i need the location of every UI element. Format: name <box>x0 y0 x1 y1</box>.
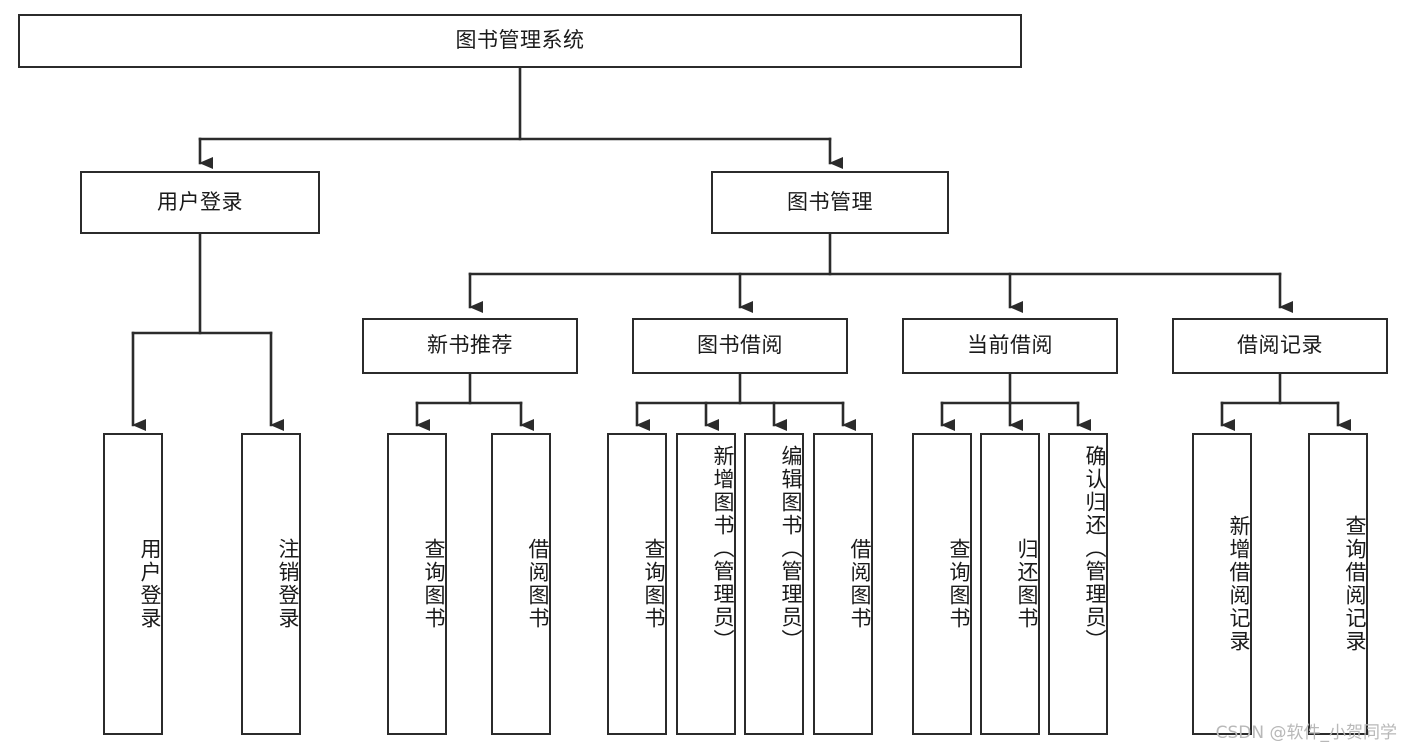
node-label: 查询图书 <box>947 538 971 630</box>
node-label: 确认归还（管理员） <box>1083 445 1107 652</box>
leaf-borrow-book-recommend[interactable]: 借阅图书 <box>491 433 551 735</box>
leaf-add-book-admin[interactable]: 新增图书（管理员） <box>676 433 736 735</box>
node-book-management[interactable]: 图书管理 <box>711 171 949 234</box>
leaf-query-borrow-record[interactable]: 查询借阅记录 <box>1308 433 1368 735</box>
leaf-query-book-current[interactable]: 查询图书 <box>912 433 972 735</box>
node-label: 借阅图书 <box>526 538 550 630</box>
node-book-borrow[interactable]: 图书借阅 <box>632 318 848 374</box>
leaf-query-book-recommend[interactable]: 查询图书 <box>387 433 447 735</box>
leaf-add-borrow-record[interactable]: 新增借阅记录 <box>1192 433 1252 735</box>
leaf-user-login[interactable]: 用户登录 <box>103 433 163 735</box>
node-label: 编辑图书（管理员） <box>779 445 803 652</box>
leaf-return-book[interactable]: 归还图书 <box>980 433 1040 735</box>
leaf-query-book-borrow[interactable]: 查询图书 <box>607 433 667 735</box>
node-label: 借阅记录 <box>1237 333 1323 358</box>
node-label: 用户登录 <box>157 189 243 214</box>
node-label: 图书管理系统 <box>455 28 585 53</box>
node-borrow-record[interactable]: 借阅记录 <box>1172 318 1388 374</box>
node-current-borrow[interactable]: 当前借阅 <box>902 318 1118 374</box>
node-root-book-management-system[interactable]: 图书管理系统 <box>18 14 1022 68</box>
leaf-borrow-book-borrow[interactable]: 借阅图书 <box>813 433 873 735</box>
node-label: 当前借阅 <box>967 333 1053 358</box>
node-new-book-recommend[interactable]: 新书推荐 <box>362 318 578 374</box>
node-label: 新书推荐 <box>427 333 513 358</box>
node-label: 查询图书 <box>422 538 446 630</box>
node-label: 图书管理 <box>787 189 873 214</box>
node-label: 查询图书 <box>642 538 666 630</box>
node-label: 查询借阅记录 <box>1343 515 1367 653</box>
leaf-confirm-return-admin[interactable]: 确认归还（管理员） <box>1048 433 1108 735</box>
csdn-watermark: CSDN @软件_小贺同学 <box>1215 723 1397 743</box>
node-label: 新增图书（管理员） <box>711 445 735 652</box>
node-user-login[interactable]: 用户登录 <box>80 171 320 234</box>
node-label: 注销登录 <box>276 538 300 630</box>
node-label: 图书借阅 <box>697 333 783 358</box>
node-label: 用户登录 <box>138 538 162 630</box>
leaf-logout-login[interactable]: 注销登录 <box>241 433 301 735</box>
node-label: 新增借阅记录 <box>1227 515 1251 653</box>
node-label: 归还图书 <box>1015 538 1039 630</box>
leaf-edit-book-admin[interactable]: 编辑图书（管理员） <box>744 433 804 735</box>
node-label: 借阅图书 <box>848 538 872 630</box>
